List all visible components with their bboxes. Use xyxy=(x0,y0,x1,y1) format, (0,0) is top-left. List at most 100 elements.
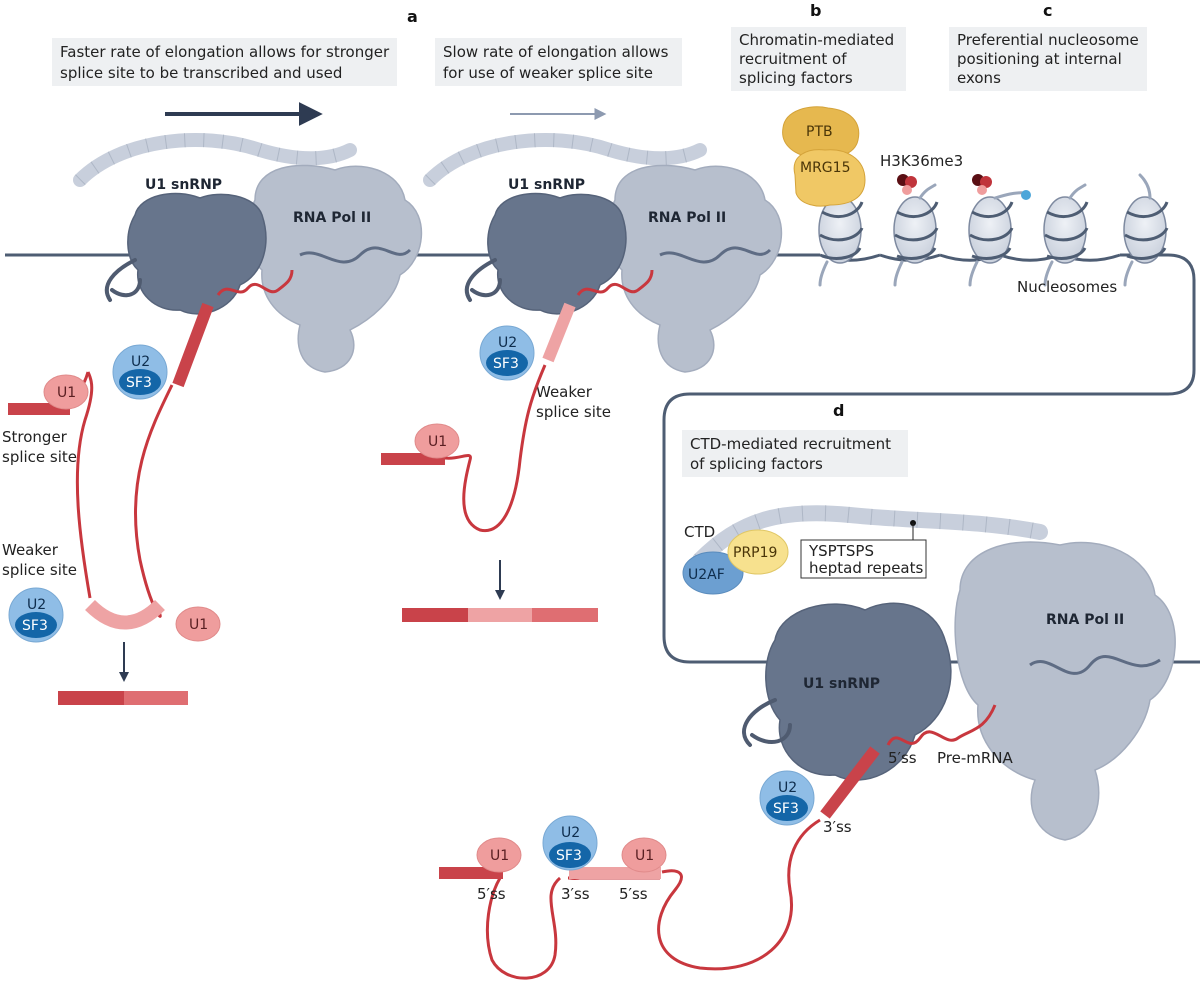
u1-protein-d1: U1 xyxy=(476,837,522,873)
sf3-label-a2: SF3 xyxy=(22,618,48,634)
caption-slow-line1: Slow rate of elongation allows xyxy=(443,43,669,61)
u2-label-d1: U2 xyxy=(778,780,797,796)
rna-polymerase-1: RNA Pol II xyxy=(247,164,423,373)
caption-slow-elongation: Slow rate of elongation allows for use o… xyxy=(435,38,682,86)
u2af-protein: U2AF xyxy=(682,551,744,595)
u2-sf3-complex-d1: U2 SF3 xyxy=(759,770,815,826)
three-ss-label-d: 3′ss xyxy=(823,818,852,836)
five-ss-label-d1: 5′ss xyxy=(477,885,506,903)
u2-label-a1: U2 xyxy=(131,354,150,370)
h3k36me3-label: H3K36me3 xyxy=(880,152,963,170)
u1-label-a2: U1 xyxy=(189,617,208,633)
caption-fast-line1: Faster rate of elongation allows for str… xyxy=(60,43,390,61)
caption-ctd: CTD-mediated recruitment of splicing fac… xyxy=(682,430,908,477)
nascent-rna-3 xyxy=(886,704,997,746)
u2-sf3-complex-a3: U2 SF3 xyxy=(479,325,535,381)
u1-protein-d2: U1 xyxy=(621,837,667,873)
u2af-label: U2AF xyxy=(688,567,725,583)
u1-snrnp-label-3: U1 snRNP xyxy=(803,676,880,692)
nucleosome-array xyxy=(818,173,1169,287)
nucleosomes-label: Nucleosomes xyxy=(1017,278,1117,296)
mrg15-protein: MRG15 xyxy=(793,149,866,207)
u1-snrnp-label-1: U1 snRNP xyxy=(145,177,222,193)
u1-snrnp-label-2: U1 snRNP xyxy=(508,177,585,193)
weaker-exon-arc-a xyxy=(85,599,165,630)
caption-fast-elongation: Faster rate of elongation allows for str… xyxy=(52,38,397,86)
panel-label-c: c xyxy=(1043,1,1052,20)
pre-mrna-loop-d2 xyxy=(657,818,821,971)
u1-label-d1: U1 xyxy=(490,848,509,864)
caption-d-line1: CTD-mediated recruitment xyxy=(690,435,891,453)
caption-b-line2: recruitment of xyxy=(739,50,847,68)
u1-protein-a2: U1 xyxy=(175,606,221,642)
u1-snrnp-3: U1 snRNP xyxy=(742,602,952,781)
rna-transcript-2 xyxy=(423,133,707,187)
weaker-site-label-b-line2: splice site xyxy=(536,403,611,421)
exon-d-left xyxy=(439,867,503,879)
heptad-repeats-callout: YSPTSPS heptad repeats xyxy=(800,520,927,579)
rna-pol-ii-label-2: RNA Pol II xyxy=(648,210,726,226)
stronger-site-label-line2: splice site xyxy=(2,448,77,466)
u2-label-a3: U2 xyxy=(498,335,517,351)
caption-c-line2: positioning at internal xyxy=(957,50,1122,68)
nucleosome-3 xyxy=(968,191,1027,287)
ptb-label: PTB xyxy=(806,124,833,140)
stronger-site-label-line1: Stronger xyxy=(2,428,68,446)
mrg15-label: MRG15 xyxy=(800,160,850,176)
caption-d-line2: of splicing factors xyxy=(690,455,823,473)
sf3-label-a1: SF3 xyxy=(126,375,152,391)
caption-fast-line2: splice site to be transcribed and used xyxy=(60,64,342,82)
caption-b-line1: Chromatin-mediated xyxy=(739,31,894,49)
caption-slow-line2: for use of weaker splice site xyxy=(443,64,653,82)
rna-transcript-1 xyxy=(73,133,357,187)
pre-mrna-loop-d1 xyxy=(485,876,562,980)
nascent-rna-2 xyxy=(576,269,654,296)
heptad-label-line2: heptad repeats xyxy=(809,559,924,577)
u2-label-d2: U2 xyxy=(561,825,580,841)
nucleosome-5 xyxy=(1123,173,1169,287)
rna-polymerase-3: RNA Pol II xyxy=(954,541,1176,841)
exon-d xyxy=(820,746,880,819)
u1-protein-a1: U1 xyxy=(43,374,89,410)
pre-mrna-loop-a-left xyxy=(75,371,94,599)
rna-pol-ii-label-3: RNA Pol II xyxy=(1046,612,1124,628)
u2-label-a2: U2 xyxy=(27,597,46,613)
sf3-label-d1: SF3 xyxy=(773,801,799,817)
spliced-product-a xyxy=(58,691,188,705)
nucleosome-4 xyxy=(1043,183,1089,287)
caption-chromatin: Chromatin-mediated recruitment of splici… xyxy=(731,27,906,91)
pre-mrna-label: Pre-mRNA xyxy=(937,749,1014,767)
heptad-label-line1: YSPTSPS xyxy=(808,542,874,560)
u1-label-d2: U1 xyxy=(635,848,654,864)
panel-label-b: b xyxy=(810,1,821,20)
nucleosome-2 xyxy=(893,183,939,287)
u2-sf3-complex-a2: U2 SF3 xyxy=(8,587,64,643)
five-ss-label-d2: 5′ss xyxy=(619,885,648,903)
panel-label-a: a xyxy=(407,7,418,26)
weaker-site-label-a-line1: Weaker xyxy=(2,541,59,559)
u2-sf3-complex-a1: U2 SF3 xyxy=(112,344,168,400)
u1-label-a1: U1 xyxy=(57,385,76,401)
rna-polymerase-2: RNA Pol II xyxy=(607,164,783,373)
pre-mrna-loop-b xyxy=(444,364,547,533)
ctd-tail xyxy=(692,505,1048,568)
u2-sf3-complex-d2: U2 SF3 xyxy=(542,815,598,871)
ctd-label: CTD xyxy=(684,523,715,541)
spliced-product-b xyxy=(402,608,598,622)
pre-mrna-loop-a xyxy=(133,384,174,618)
caption-b-line3: splicing factors xyxy=(739,69,853,87)
weaker-exon-2 xyxy=(542,302,576,363)
u1-protein-b1: U1 xyxy=(414,423,460,459)
u1-label-b1: U1 xyxy=(428,434,447,450)
prp19-label: PRP19 xyxy=(733,545,777,561)
prp19-protein: PRP19 xyxy=(727,529,789,575)
exon-stronger-site-1 xyxy=(172,302,214,388)
caption-c-line3: exons xyxy=(957,69,1001,87)
sf3-label-d2: SF3 xyxy=(556,848,582,864)
weaker-site-label-b-line1: Weaker xyxy=(536,383,593,401)
caption-c-line1: Preferential nucleosome xyxy=(957,31,1139,49)
sf3-label-a3: SF3 xyxy=(493,356,519,372)
u1-snrnp-1: U1 snRNP xyxy=(104,177,267,315)
ptb-protein: PTB xyxy=(782,106,860,159)
